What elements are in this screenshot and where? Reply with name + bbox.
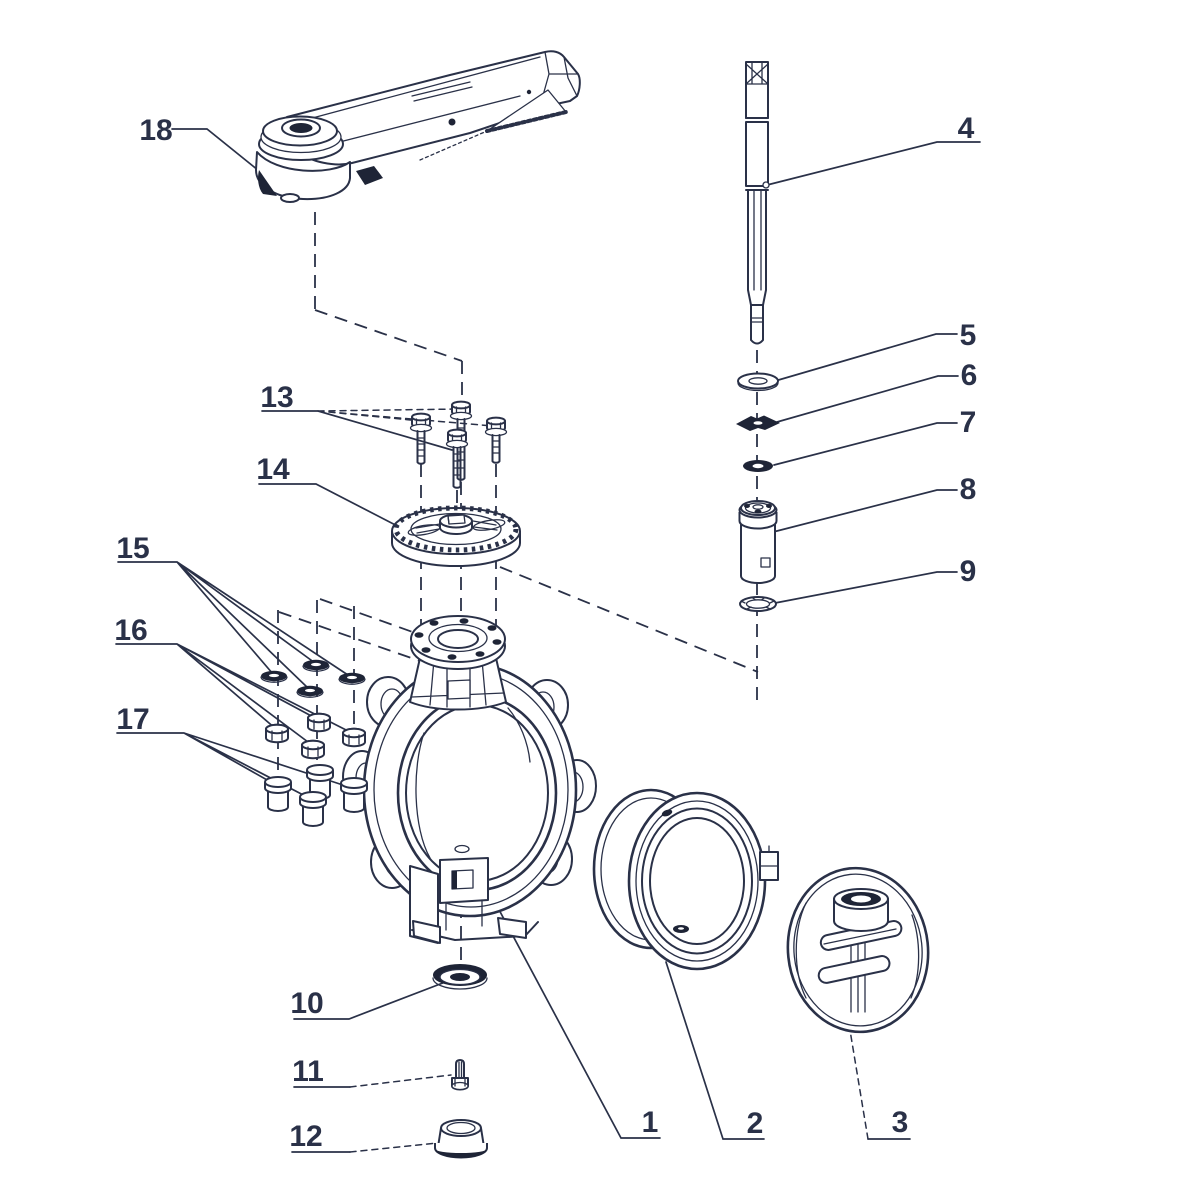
part-washer-top [737, 372, 779, 392]
screw-1 [409, 412, 433, 465]
part-screws [409, 400, 508, 489]
screw-3 [445, 428, 469, 489]
part-hex-nuts [265, 712, 366, 760]
part-set-screw [451, 1059, 469, 1091]
part-washers-flat [260, 659, 366, 698]
callout-2-label: 2 [747, 1107, 764, 1140]
callout-16-label: 16 [114, 614, 147, 647]
handle-trigger [356, 166, 383, 185]
part-bushing [738, 500, 778, 584]
part-bottom-washer [432, 964, 488, 990]
part-o-ring-small [743, 460, 773, 472]
callout-labels: 1 2 3 4 5 6 7 8 9 10 11 12 13 14 15 16 1… [114, 112, 977, 1153]
part-stem [745, 61, 770, 345]
leader-lines [115, 128, 981, 1153]
part-seat-ring [592, 788, 779, 971]
callout-3-label: 3 [892, 1106, 909, 1139]
callout-14-label: 14 [256, 453, 290, 486]
callout-6-label: 6 [961, 359, 978, 392]
callout-13-label: 13 [260, 381, 293, 414]
callout-15-label: 15 [116, 532, 149, 565]
part-valve-body [342, 615, 597, 944]
callout-17-label: 17 [116, 703, 149, 736]
body-top-flange [410, 615, 506, 670]
part-o-ring-lower [739, 596, 777, 612]
handle-pivot-pin [448, 118, 456, 126]
body-neck [409, 657, 507, 711]
disc-rib-lower [817, 955, 891, 984]
part-handle-lever [255, 50, 581, 203]
part-gear-flange [391, 505, 521, 567]
callout-18-label: 18 [139, 114, 172, 147]
callout-11-label: 11 [292, 1055, 324, 1088]
part-star-washer [736, 415, 780, 431]
callout-4-label: 4 [958, 112, 975, 145]
gear-teeth-ring [393, 505, 519, 553]
callout-9-label: 9 [960, 555, 977, 588]
callout-8-label: 8 [960, 473, 977, 506]
screw-4 [484, 416, 508, 464]
disc-hub [833, 888, 889, 932]
callout-12-label: 12 [289, 1120, 322, 1153]
part-cap-plug [434, 1119, 488, 1159]
callout-5-label: 5 [960, 319, 977, 352]
callout-7-label: 7 [960, 406, 977, 439]
stem-pin-hole [762, 181, 770, 189]
part-disc [786, 866, 930, 1034]
callout-10-label: 10 [290, 987, 323, 1020]
callout-1-label: 1 [642, 1106, 659, 1139]
body-base [409, 857, 539, 944]
part-spacer-bushings [264, 764, 368, 827]
